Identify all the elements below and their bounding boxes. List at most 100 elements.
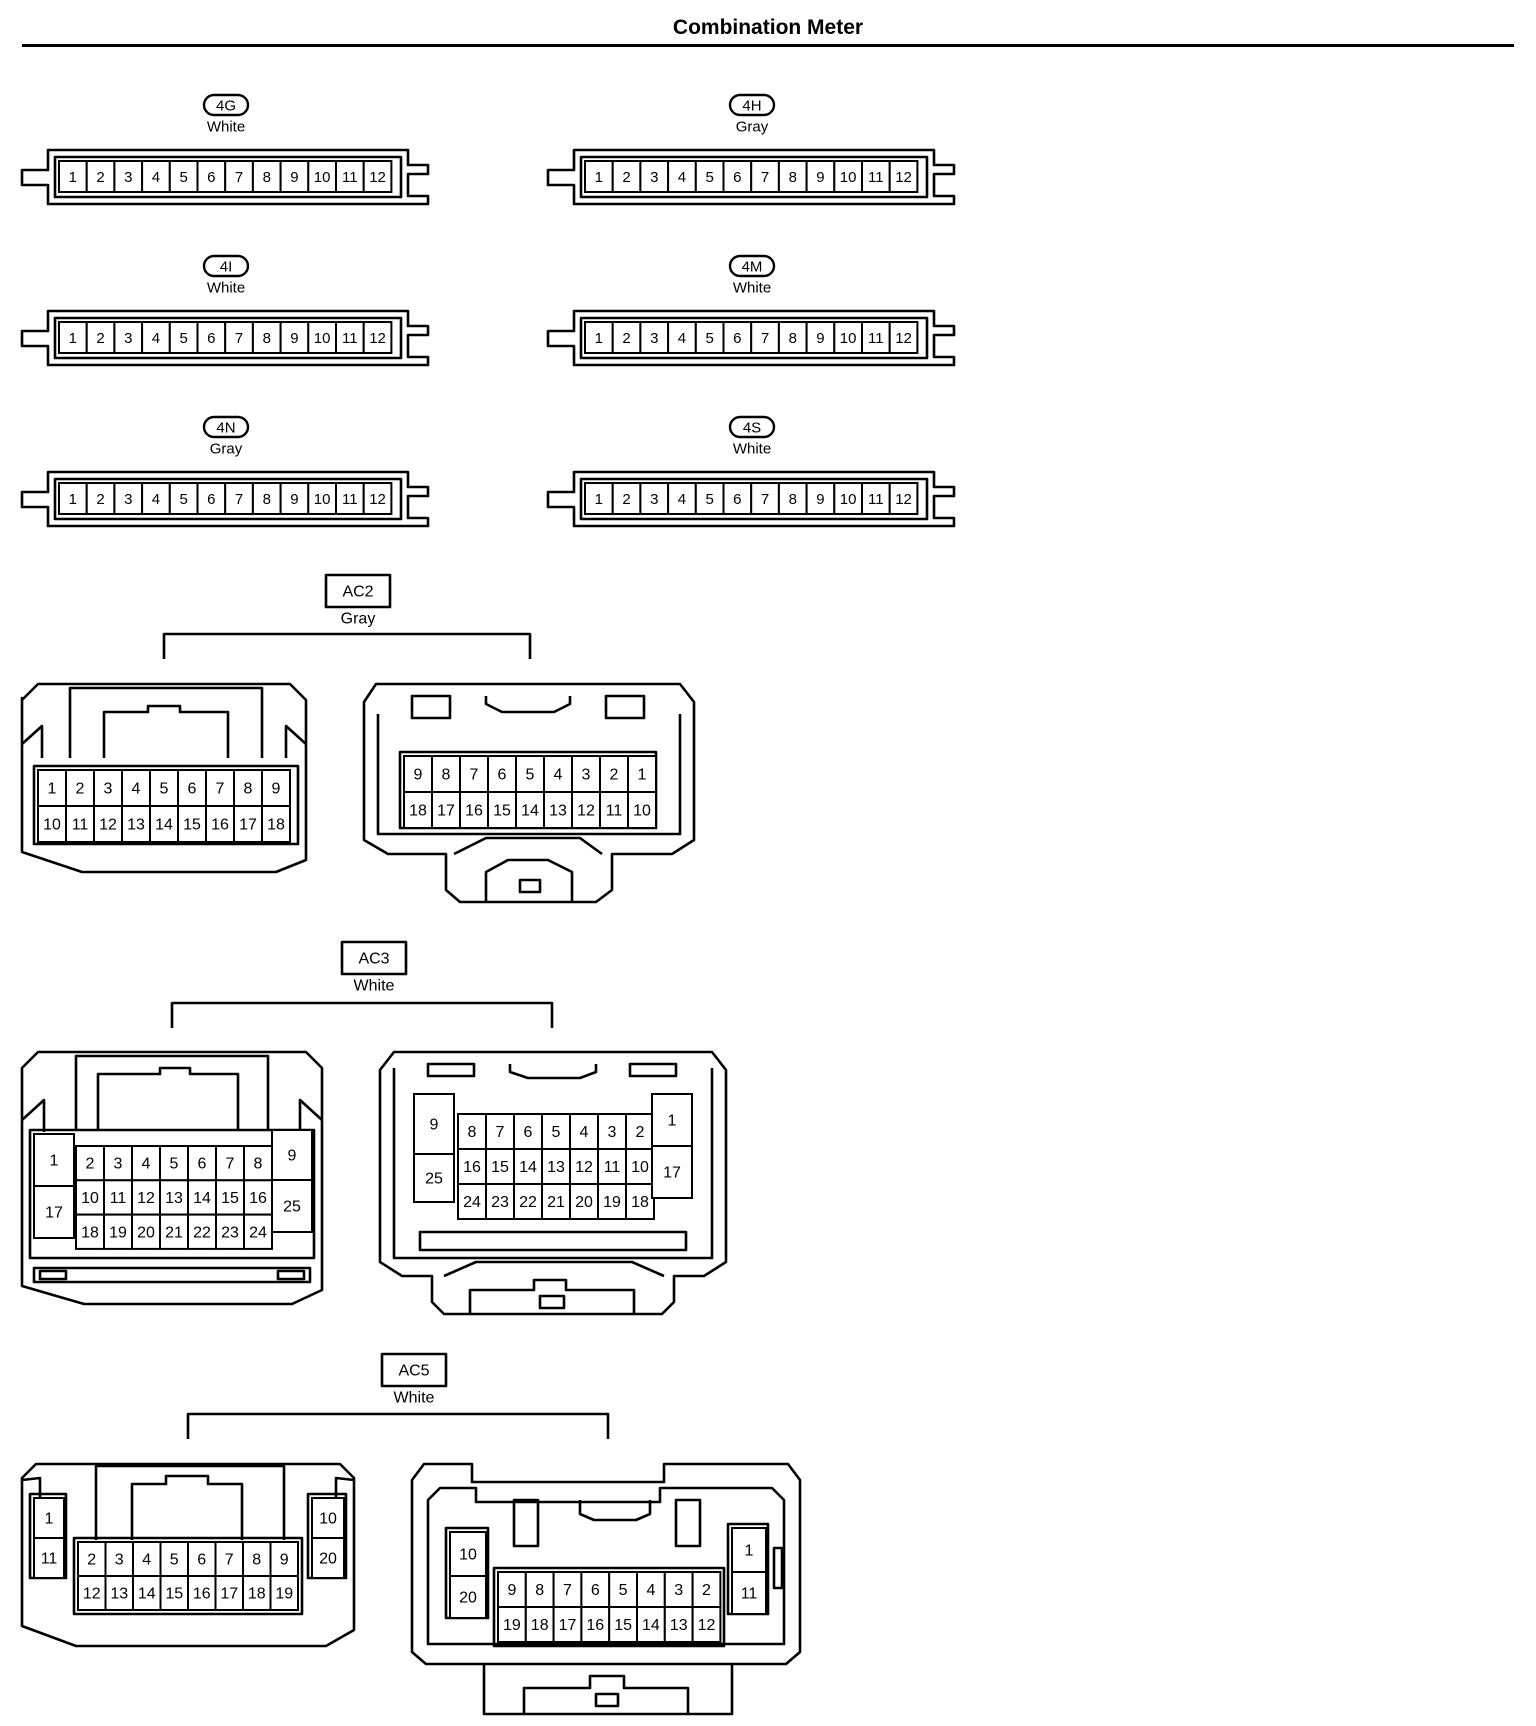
pin-number: 7 [563,1582,572,1599]
connector-color-label: Gray [736,119,769,136]
pin-cell [569,1183,599,1220]
pin-cell [37,805,67,843]
pin-number: 5 [526,767,535,784]
pin-cell [307,482,337,515]
pin-number: 5 [179,330,187,347]
pin-cell [459,791,489,829]
connector-inner-frame [579,477,929,521]
pin-number: 13 [549,803,567,820]
pin-number: 15 [614,1617,632,1634]
pin-number: 7 [761,169,769,186]
pin-cell [722,482,753,515]
pin-number: 6 [188,781,197,798]
pin-number: 9 [816,491,824,508]
key-slot-right [604,694,646,720]
connector-color-label: White [733,280,771,297]
pin-number: 12 [369,169,386,186]
pin-number: 11 [604,1159,621,1176]
pin-cell [636,1571,666,1608]
connector-color-label: White [207,119,245,136]
pin-number: 11 [342,169,358,186]
pin-cell [311,1537,345,1579]
pin-cell [243,1179,273,1216]
pin-number: 7 [235,491,243,508]
pin-number: 4 [132,781,141,798]
pin-cell [413,1153,455,1203]
pin-number: 24 [463,1194,481,1211]
connector-code: 4I [220,259,233,276]
pin-cell [196,482,227,515]
pin-number: 1 [595,491,603,508]
pin-number: 2 [702,1582,711,1599]
pin-number: 5 [705,169,713,186]
pin-number: 14 [138,1586,156,1603]
pin-number: 3 [650,330,658,347]
pairing-bracket [162,632,532,659]
pin-cell [113,482,144,515]
pin-number: 20 [575,1194,593,1211]
pin-number: 8 [789,169,797,186]
pin-number: 25 [425,1171,443,1188]
pin-number: 5 [160,781,169,798]
pin-cell [251,482,282,515]
pin-cell [177,805,207,843]
connector-code-badge [728,415,776,439]
pairing-bracket [170,1001,554,1028]
pin-number: 2 [622,169,630,186]
pin-number: 7 [470,767,479,784]
pin-number: 11 [868,169,884,186]
connector-color-label: White [394,1390,435,1407]
pin-number: 10 [459,1547,477,1564]
pin-number: 14 [519,1159,537,1176]
pin-number: 3 [104,781,113,798]
connector-inner-frame [53,316,403,360]
pin-cell [168,482,199,515]
pin-number: 12 [83,1586,101,1603]
pin-number: 20 [319,1551,337,1568]
connector-code-badge [202,93,250,117]
pin-number: 2 [622,491,630,508]
pin-number: 4 [678,491,686,508]
pin-cell [431,791,461,829]
title-underline [22,44,1514,47]
pin-cell [485,1113,515,1150]
pin-cell [833,321,863,354]
pin-number: 10 [840,169,857,186]
pin-cell [833,160,863,193]
pin-cell [168,160,199,193]
pin-cell [457,1183,487,1220]
latch-top [443,1260,665,1278]
pin-number: 19 [603,1194,621,1211]
pin-number: 12 [575,1159,593,1176]
pin-cell [251,321,282,354]
pin-number: 10 [314,491,331,508]
side-notch-left [21,724,44,758]
pin-number: 2 [76,781,85,798]
connector-code: AC3 [358,951,389,968]
pin-number: 4 [678,169,686,186]
pin-number: 18 [531,1617,549,1634]
pin-cell [805,321,836,354]
pin-cell [888,482,919,515]
pin-number: 4 [646,1582,655,1599]
pin-cell [243,1213,273,1250]
pin-number: 8 [535,1582,544,1599]
side-clip [772,1546,784,1590]
pin-number: 9 [290,491,298,508]
pin-cell [214,1575,244,1611]
pin-number: 3 [608,1124,617,1141]
pin-number: 18 [631,1194,649,1211]
pin-number: 1 [69,169,77,186]
pin-number: 9 [290,169,298,186]
latch-inner [522,1674,690,1714]
pin-number: 12 [895,330,912,347]
pin-number: 3 [124,169,132,186]
pin-cell [541,1183,571,1220]
latch-arm-outer [74,1054,270,1130]
pin-number: 1 [595,169,603,186]
pin-number: 9 [272,781,281,798]
pin-number: 5 [619,1582,628,1599]
pin-cell [636,1606,666,1643]
pin-number: 7 [235,169,243,186]
